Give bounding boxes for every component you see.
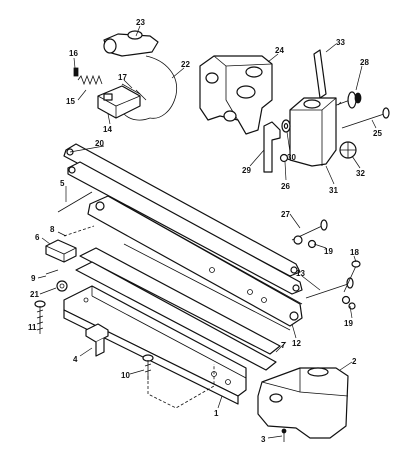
- part-2-end-casting: [257, 367, 349, 439]
- part-26-nut: [279, 153, 289, 163]
- part-30-washer: [281, 119, 291, 133]
- callout-2: 2: [352, 357, 357, 366]
- part-32-knob: [339, 141, 357, 159]
- callout-30: 30: [287, 153, 296, 162]
- part-19-washers-upper: [293, 235, 317, 249]
- part-5-rod: [57, 191, 93, 213]
- callout-6: 6: [35, 233, 40, 242]
- callout-14: 14: [103, 125, 112, 134]
- callout-24: 24: [275, 46, 284, 55]
- part-9-pin: [45, 269, 59, 275]
- callout-10: 10: [121, 371, 130, 380]
- part-29-lever: [263, 121, 281, 173]
- part-16-set-screw: [73, 67, 79, 77]
- part-28-bolt: [317, 91, 362, 113]
- callout-9: 9: [31, 274, 36, 283]
- part-17-pin: [121, 83, 141, 95]
- part-22-cable-end: [123, 113, 151, 121]
- callout-19-upper: 19: [324, 247, 333, 256]
- callout-11: 11: [28, 323, 37, 332]
- part-15-spring: [77, 74, 103, 86]
- part-20-link-arm: [63, 143, 303, 295]
- part-3-set-screw: [281, 428, 287, 442]
- callout-27: 27: [281, 210, 290, 219]
- callout-4: 4: [73, 355, 78, 364]
- callout-labels: 23 16 17 22 15 14 24 33 28 25 32 31 26 2…: [28, 18, 382, 444]
- part-8-guide-line: [63, 225, 95, 237]
- part-22-cable: [135, 55, 178, 119]
- part-10-screw: [142, 354, 154, 380]
- part-11-screw: [34, 300, 46, 334]
- callout-5: 5: [60, 179, 65, 188]
- callout-3: 3: [261, 435, 266, 444]
- callout-28: 28: [360, 58, 369, 67]
- part-19-washers-lower: [341, 295, 356, 310]
- callout-1: 1: [214, 409, 219, 418]
- part-12-side-plate: [87, 195, 303, 327]
- callout-20: 20: [95, 139, 104, 148]
- callout-15: 15: [66, 97, 75, 106]
- callout-23: 23: [136, 18, 145, 27]
- part-13-bolt: [305, 277, 354, 299]
- part-7-channel-rails: [75, 243, 291, 371]
- leader-lines: [37, 25, 377, 439]
- callout-22: 22: [181, 60, 190, 69]
- callout-18: 18: [350, 248, 359, 257]
- callout-31: 31: [329, 186, 338, 195]
- callout-21: 21: [30, 290, 39, 299]
- callout-29: 29: [242, 166, 251, 175]
- callout-26: 26: [281, 182, 290, 191]
- part-6-square-block: [45, 239, 77, 263]
- part-14-clamp-block: [97, 85, 141, 119]
- part-10-guide-line: [147, 364, 215, 409]
- callout-33: 33: [336, 38, 345, 47]
- part-23-handle-grip: [103, 30, 159, 57]
- callout-25: 25: [373, 129, 382, 138]
- part-31-slide-block: [289, 97, 337, 167]
- callout-7: 7: [281, 341, 286, 350]
- part-21-knob: [56, 280, 68, 292]
- callout-8: 8: [50, 225, 55, 234]
- callout-13: 13: [296, 269, 305, 278]
- part-24-pivot-bracket: [199, 55, 273, 135]
- callout-19-lower: 19: [344, 319, 353, 328]
- part-4-t-nut: [85, 323, 109, 357]
- callout-16: 16: [69, 49, 78, 58]
- part-25-long-bolt: [341, 107, 390, 129]
- callout-12: 12: [292, 339, 301, 348]
- callout-17: 17: [118, 73, 127, 82]
- callout-32: 32: [356, 169, 365, 178]
- part-33-pin: [313, 49, 327, 99]
